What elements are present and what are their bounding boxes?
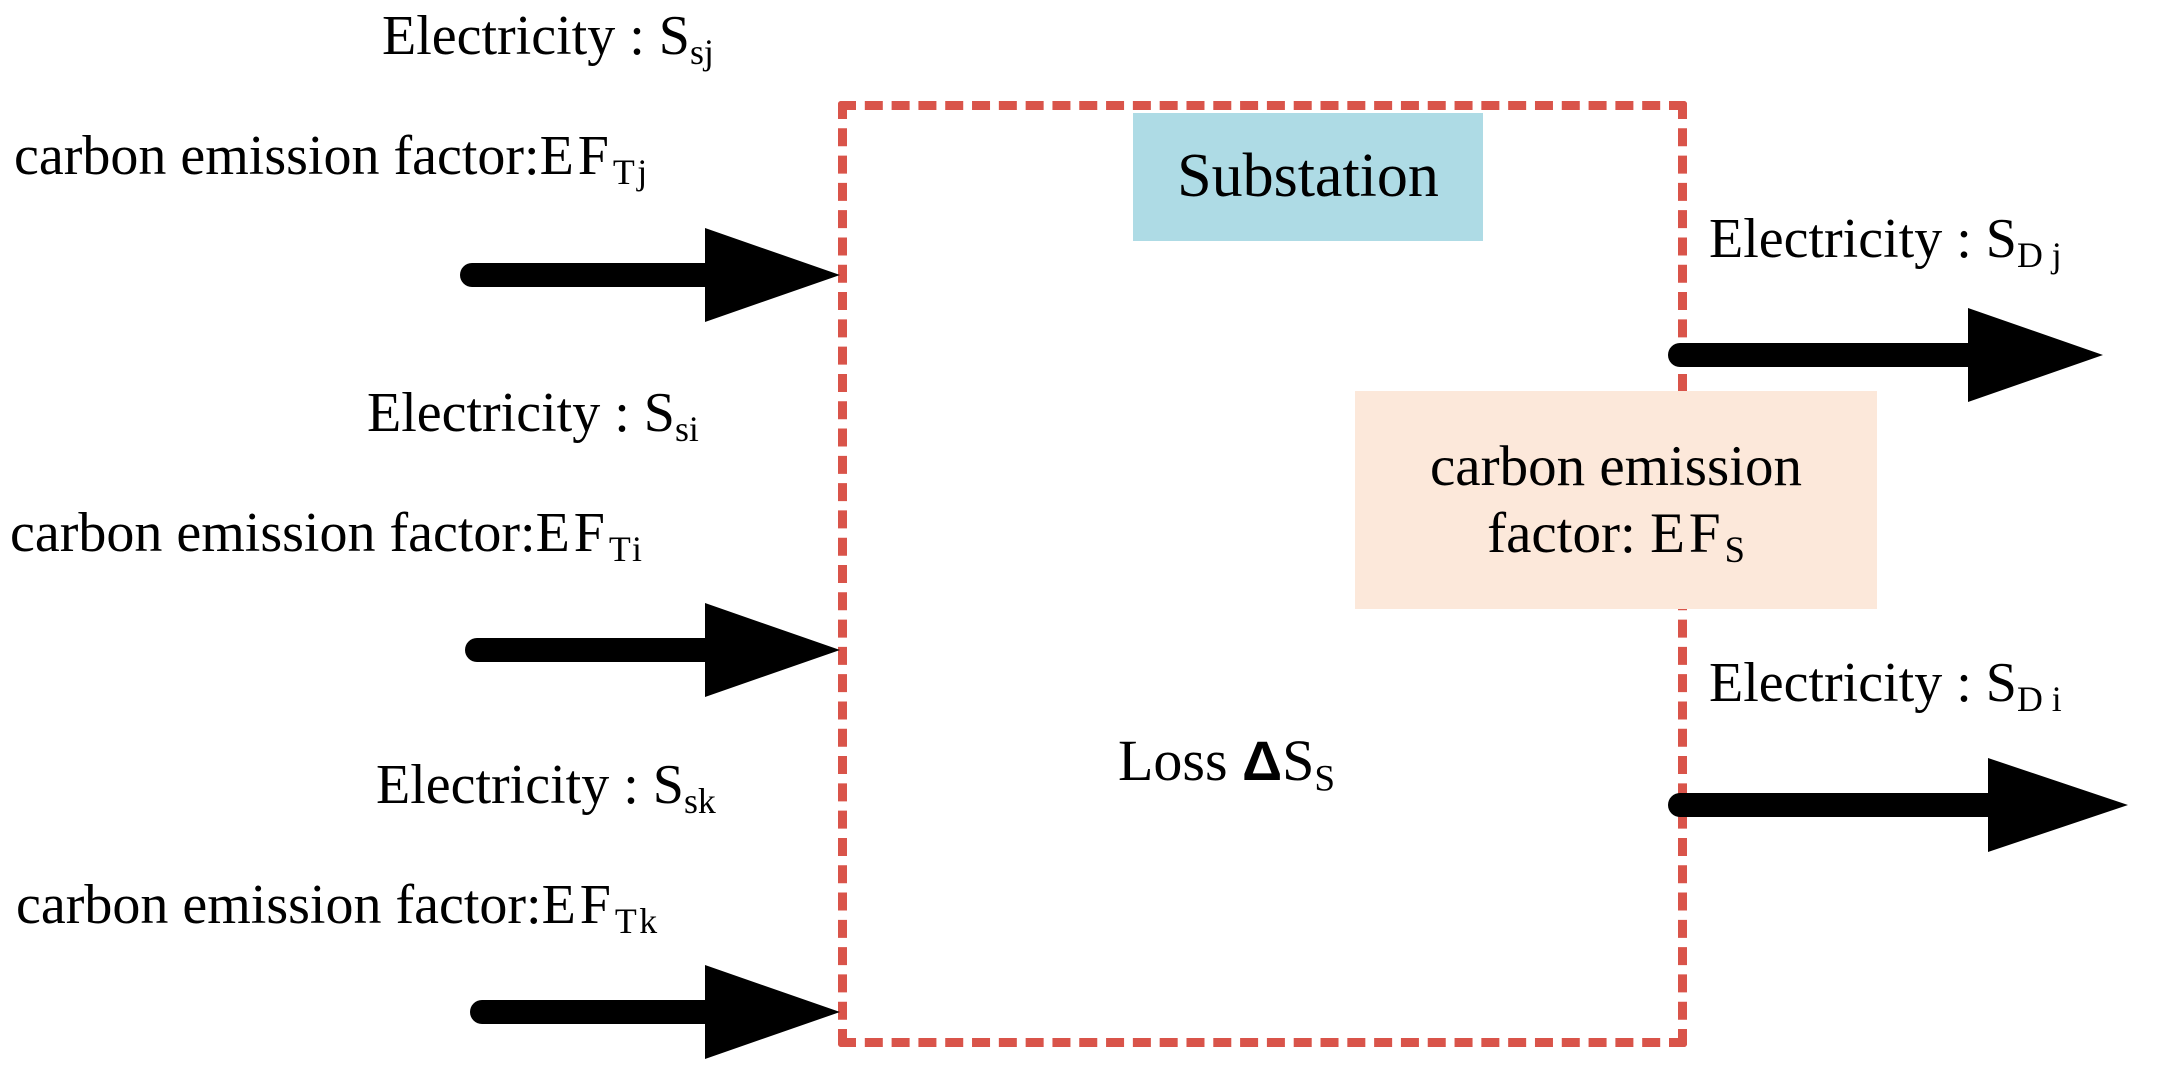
loss-label: Loss ΔSS: [1118, 730, 1335, 798]
carbon-emission-factor-line2-symbol: EF: [1650, 502, 1725, 565]
arrow-input-j: [460, 228, 840, 322]
input-i-electricity-symbol: S: [643, 382, 675, 444]
output-j-electricity-prefix: Electricity :: [1709, 208, 1986, 270]
input-i-factor-subscript: Ti: [608, 529, 645, 570]
input-j-electricity-prefix: Electricity :: [382, 5, 659, 67]
input-i-factor-label: carbon emission factor:EFTi: [10, 502, 644, 567]
input-k-electricity-subscript: sk: [683, 781, 716, 822]
output-j-electricity-subscript: D j: [2016, 235, 2062, 276]
input-j-electricity-subscript: sj: [689, 32, 714, 73]
input-k-factor-subscript: Tk: [614, 901, 660, 942]
arrow-output-i: [1668, 758, 2128, 852]
input-j-electricity-label: Electricity : Ssj: [382, 5, 714, 70]
loss-symbol: S: [1282, 728, 1315, 793]
carbon-emission-factor-line1: carbon emission: [1429, 434, 1802, 498]
input-i-factor-symbol: EF: [535, 502, 609, 564]
input-j-electricity-symbol: S: [658, 5, 690, 67]
output-i-electricity-subscript: D i: [2016, 679, 2062, 720]
carbon-emission-factor-line2-prefix: factor:: [1487, 502, 1651, 565]
output-i-electricity-prefix: Electricity :: [1709, 652, 1986, 714]
input-k-electricity-prefix: Electricity :: [376, 754, 653, 816]
carbon-emission-factor-line2-subscript: S: [1724, 529, 1745, 571]
arrow-input-k: [470, 965, 840, 1059]
loss-prefix: Loss: [1118, 728, 1243, 793]
input-k-electricity-symbol: S: [652, 754, 684, 816]
loss-subscript: S: [1314, 758, 1335, 800]
loss-delta-symbol: Δ: [1242, 730, 1283, 792]
input-k-factor-symbol: EF: [541, 874, 615, 936]
output-j-electricity-symbol: S: [1985, 208, 2017, 270]
carbon-emission-factor-box: carbon emission factor: EFS: [1355, 391, 1877, 609]
arrow-output-j: [1668, 308, 2103, 402]
input-j-factor-subscript: Tj: [612, 152, 650, 193]
carbon-emission-factor-box-text: carbon emission factor: EFS: [1430, 433, 1802, 568]
output-i-electricity-label: Electricity : SD i: [1709, 652, 2062, 717]
input-j-factor-symbol: EF: [539, 125, 613, 187]
input-k-factor-label: carbon emission factor:EFTk: [16, 874, 660, 939]
arrow-input-i: [465, 603, 840, 697]
substation-box: Substation: [1133, 113, 1483, 241]
input-k-electricity-label: Electricity : Ssk: [376, 754, 716, 819]
substation-box-label: Substation: [1177, 142, 1439, 211]
input-j-factor-prefix: carbon emission factor:: [14, 125, 540, 187]
input-i-electricity-label: Electricity : Ssi: [367, 382, 699, 447]
input-i-electricity-prefix: Electricity :: [367, 382, 644, 444]
output-j-electricity-label: Electricity : SD j: [1709, 208, 2062, 273]
input-i-electricity-subscript: si: [674, 409, 699, 450]
input-k-factor-prefix: carbon emission factor:: [16, 874, 542, 936]
output-i-electricity-symbol: S: [1985, 652, 2017, 714]
input-j-factor-label: carbon emission factor:EFTj: [14, 125, 650, 190]
input-i-factor-prefix: carbon emission factor:: [10, 502, 536, 564]
